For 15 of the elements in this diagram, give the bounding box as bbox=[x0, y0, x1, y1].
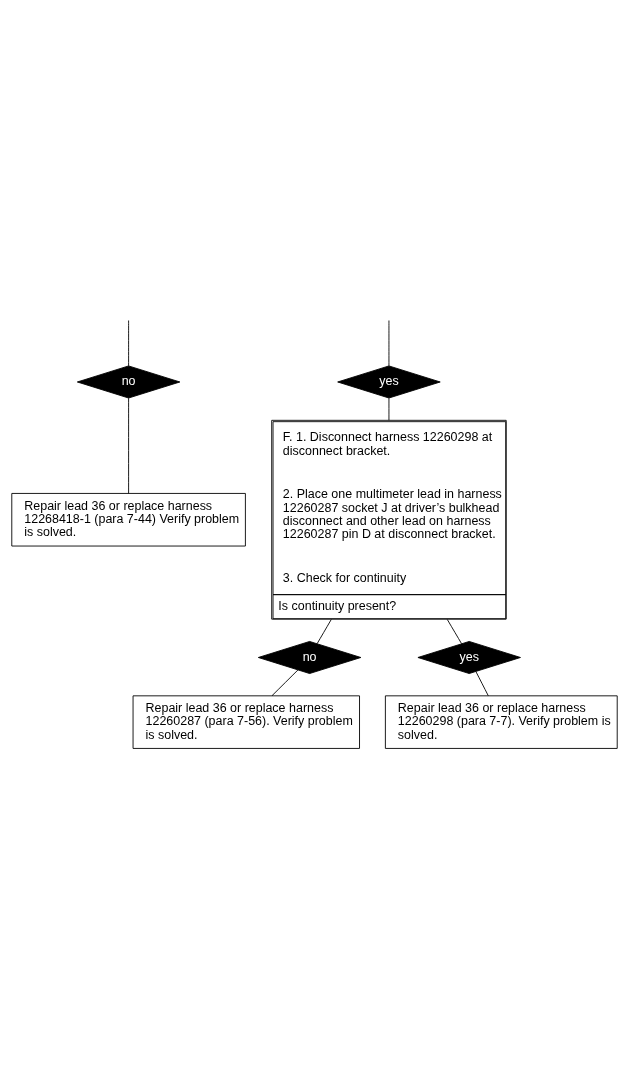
node-box: Repair lead 36 or replace harness 12260298 (para 7-7). Verify problem is solved. bbox=[384, 694, 618, 749]
node-diamond: yes bbox=[417, 640, 521, 674]
connector bbox=[388, 397, 390, 421]
node-diamond: no bbox=[257, 640, 362, 674]
connector bbox=[446, 618, 462, 644]
connector bbox=[128, 319, 130, 366]
node-box: Repair lead 36 or replace harness 12268418-1 (para 7-44) Verify problem is solved. bbox=[11, 492, 246, 546]
connector bbox=[388, 319, 390, 366]
node-diamond: no bbox=[76, 365, 181, 398]
connector bbox=[475, 670, 489, 696]
node-box: Repair lead 36 or replace harness 12260287 (para 7-56). Verify problem is solved. bbox=[132, 694, 360, 749]
connector bbox=[316, 618, 332, 644]
connector bbox=[128, 397, 130, 494]
node-diamond: yes bbox=[337, 365, 441, 398]
connector bbox=[271, 668, 299, 696]
